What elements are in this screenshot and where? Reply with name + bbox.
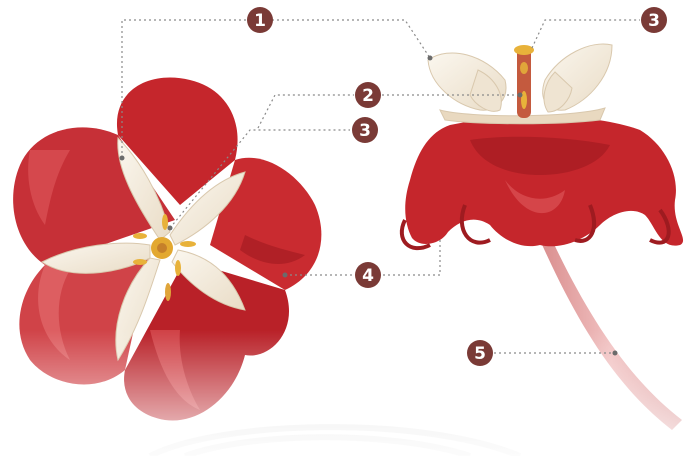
callout-1-top: 1 [247, 7, 273, 33]
callout-4: 4 [355, 262, 381, 288]
callout-3-left: 3 [352, 117, 378, 143]
callout-4-label: 4 [362, 266, 374, 286]
callout-5: 5 [467, 340, 493, 366]
callout-5-label: 5 [474, 344, 486, 364]
red-corolla-side [405, 116, 683, 246]
callout-3-left-label: 3 [359, 121, 371, 141]
callout-1-label: 1 [254, 11, 266, 31]
callout-2: 2 [355, 82, 381, 108]
stamen-column [514, 45, 534, 118]
callout-3-top-label: 3 [648, 11, 660, 31]
bottom-fade [0, 330, 697, 456]
callout-2-label: 2 [362, 86, 374, 106]
callout-3-top: 3 [641, 7, 667, 33]
